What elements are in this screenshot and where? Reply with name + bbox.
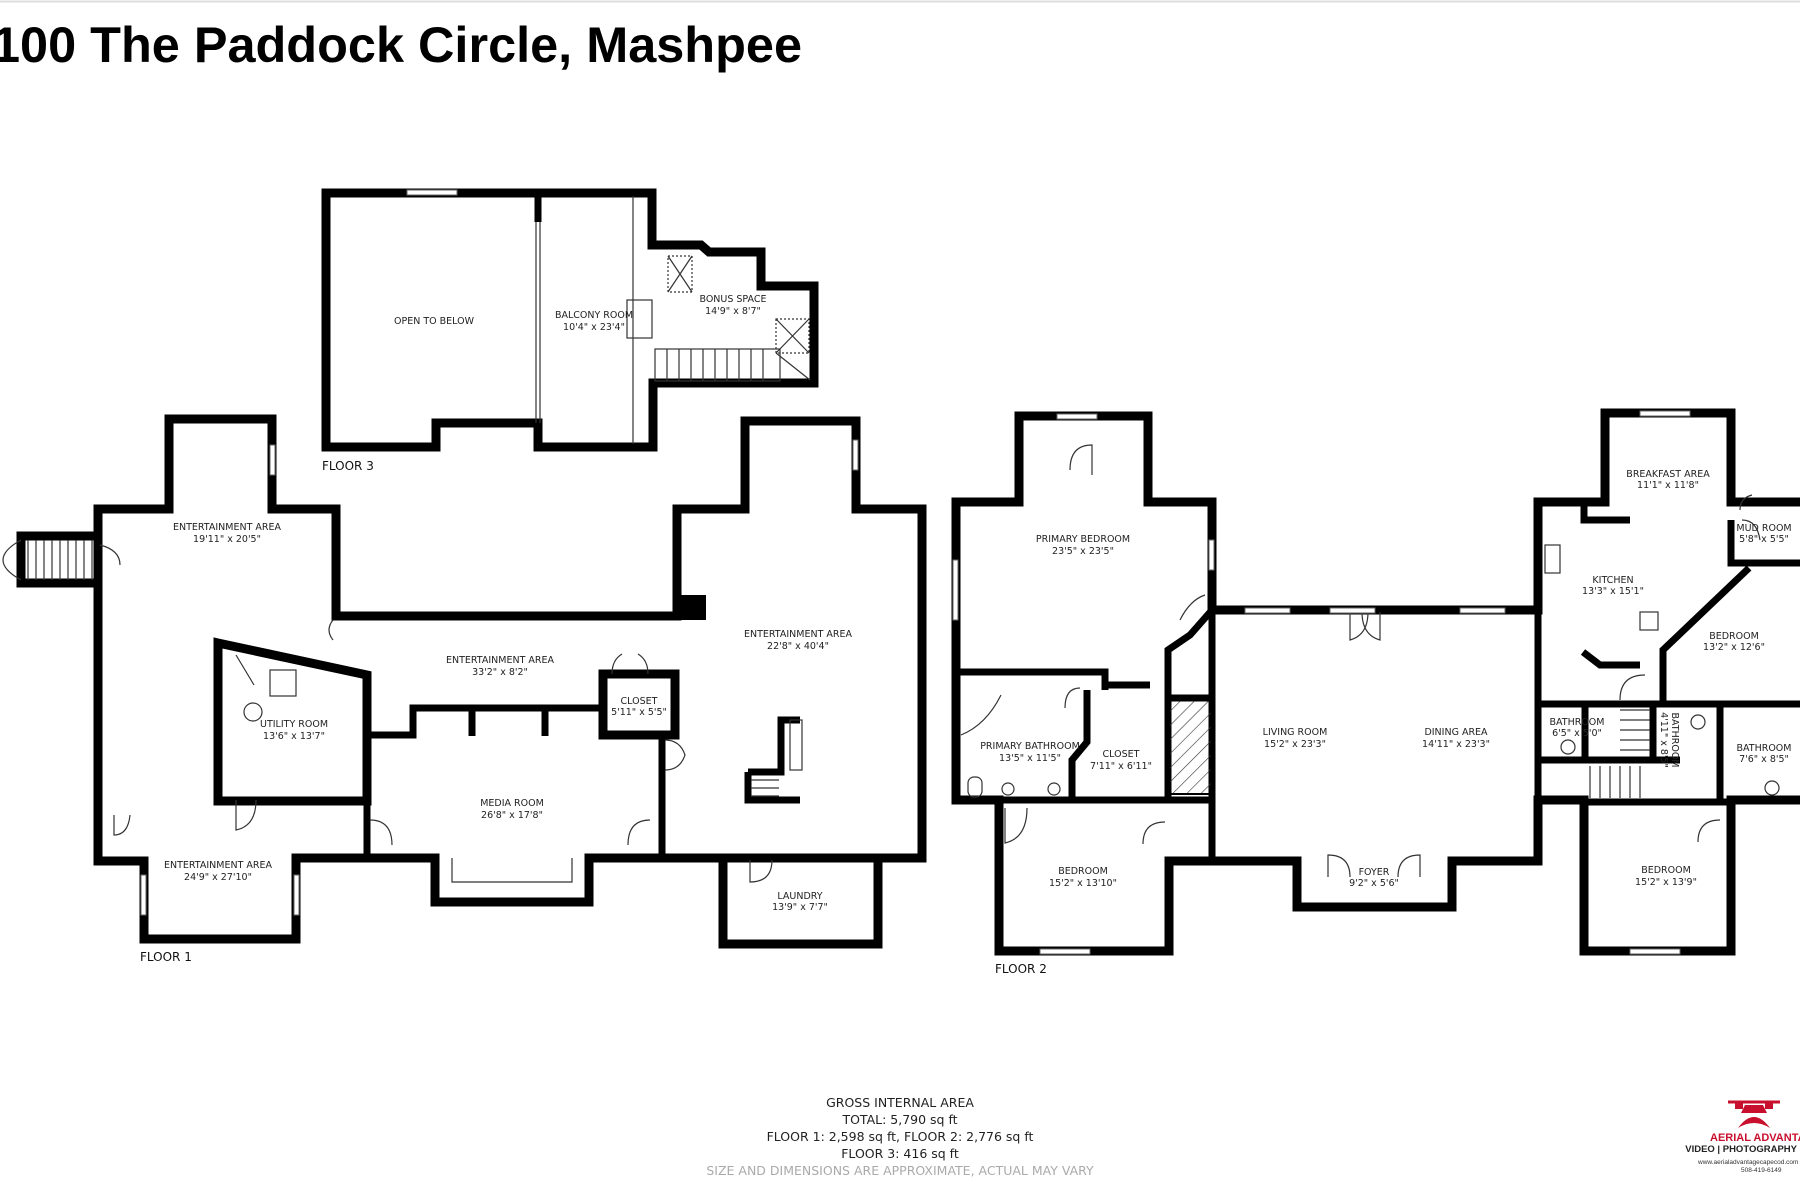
room-name: BONUS SPACE — [699, 294, 766, 305]
room-name: ENTERTAINMENT AREA — [744, 629, 853, 640]
room-dims: 7'11" x 6'11" — [1090, 761, 1152, 772]
room-dims: 26'8" x 17'8" — [481, 810, 543, 821]
room-name: UTILITY ROOM — [260, 719, 328, 730]
disclaimer: SIZE AND DIMENSIONS ARE APPROXIMATE, ACT… — [706, 1163, 1094, 1178]
logo-brand: AERIAL ADVANTAGE — [1710, 1132, 1800, 1144]
room-dims: 23'5" x 23'5" — [1052, 546, 1114, 557]
room-name: LIVING ROOM — [1263, 727, 1328, 738]
page-title: 100 The Paddock Circle, Mashpee — [0, 17, 802, 73]
room-name: BALCONY ROOM — [555, 310, 633, 321]
room-dims: 13'2" x 12'6" — [1703, 642, 1765, 653]
room-dims: 4'11" x 8'5" — [1658, 712, 1669, 768]
stairs — [744, 716, 803, 804]
room-name: FOYER — [1359, 867, 1390, 878]
room-dims: 13'9" x 7'7" — [772, 902, 828, 913]
room-name: DINING AREA — [1424, 727, 1488, 738]
floor-label: FLOOR 1 — [140, 950, 192, 964]
room-name: BREAKFAST AREA — [1626, 469, 1710, 480]
room-name: CLOSET — [621, 696, 658, 707]
room-dims: 9'2" x 5'6" — [1349, 878, 1399, 889]
floor-label: FLOOR 2 — [995, 962, 1047, 976]
room-name: ENTERTAINMENT AREA — [164, 860, 273, 871]
room-name: BEDROOM — [1058, 866, 1108, 877]
room-name: BATHROOM — [1669, 713, 1680, 768]
room-dims: 15'2" x 13'9" — [1635, 877, 1697, 888]
room-dims: 10'4" x 23'4" — [563, 322, 625, 333]
room-dims: 7'6" x 8'5" — [1739, 754, 1789, 765]
room-dims: 13'6" x 13'7" — [263, 731, 325, 742]
room-name: MEDIA ROOM — [480, 798, 544, 809]
area-floors-1-2: FLOOR 1: 2,598 sq ft, FLOOR 2: 2,776 sq … — [767, 1129, 1034, 1144]
room-name: ENTERTAINMENT AREA — [173, 522, 282, 533]
logo-website: www.aerialadvantagecapecod.com — [1697, 1159, 1798, 1166]
drone-icon — [1728, 1100, 1780, 1128]
logo-tagline: VIDEO | PHOTOGRAPHY — [1685, 1144, 1797, 1155]
area-total: TOTAL: 5,790 sq ft — [841, 1112, 957, 1127]
room-dims: 22'8" x 40'4" — [767, 641, 829, 652]
room-name: OPEN TO BELOW — [394, 316, 475, 327]
stairs — [1589, 709, 1650, 798]
company-logo: AERIAL ADVANTAGE VIDEO | PHOTOGRAPHY www… — [1685, 1100, 1800, 1174]
room-dims: 6'5" x 5'0" — [1552, 728, 1602, 739]
area-heading: GROSS INTERNAL AREA — [826, 1095, 974, 1110]
room-dims: 14'11" x 23'3" — [1422, 739, 1490, 750]
logo-phone: 508-419-6149 — [1741, 1167, 1782, 1174]
room-name: BEDROOM — [1641, 865, 1691, 876]
room-name: PRIMARY BATHROOM — [980, 741, 1080, 752]
room-name: BEDROOM — [1709, 631, 1759, 642]
area-summary: GROSS INTERNAL AREA TOTAL: 5,790 sq ft F… — [706, 1095, 1094, 1178]
floor-label: FLOOR 3 — [322, 459, 374, 473]
room-name: CLOSET — [1103, 749, 1140, 760]
room-name: MUD ROOM — [1736, 523, 1791, 534]
stairs — [654, 348, 781, 382]
room-dims: 19'11" x 20'5" — [193, 534, 261, 545]
room-name: KITCHEN — [1592, 575, 1633, 586]
room-dims: 14'9" x 8'7" — [705, 306, 761, 317]
room-name: LAUNDRY — [777, 891, 822, 902]
floor-1: ENTERTAINMENT AREA 19'11" x 20'5" UTILIT… — [2, 414, 927, 964]
room-dims: 15'2" x 23'3" — [1264, 739, 1326, 750]
floor-3: OPEN TO BELOW BALCONY ROOM 10'4" x 23'4"… — [321, 188, 819, 473]
room-dims: 11'1" x 11'8" — [1637, 480, 1699, 491]
room-dims: 15'2" x 13'10" — [1049, 878, 1117, 889]
room-name: PRIMARY BEDROOM — [1036, 534, 1130, 545]
floor-2: PRIMARY BEDROOM 23'5" x 23'5" PRIMARY BA… — [951, 408, 1800, 976]
room-name: ENTERTAINMENT AREA — [446, 655, 555, 666]
room-dims: 13'5" x 11'5" — [999, 753, 1061, 764]
room-dims: 24'9" x 27'10" — [184, 872, 252, 883]
room-name: BATHROOM — [1550, 717, 1605, 728]
room-dims: 5'11" x 5'5" — [611, 707, 667, 718]
room-dims: 33'2" x 8'2" — [472, 667, 528, 678]
area-floor-3: FLOOR 3: 416 sq ft — [841, 1146, 959, 1161]
room-name: BATHROOM — [1737, 743, 1792, 754]
room-dims: 5'8" x 5'5" — [1739, 534, 1789, 545]
room-dims: 13'3" x 15'1" — [1582, 586, 1644, 597]
